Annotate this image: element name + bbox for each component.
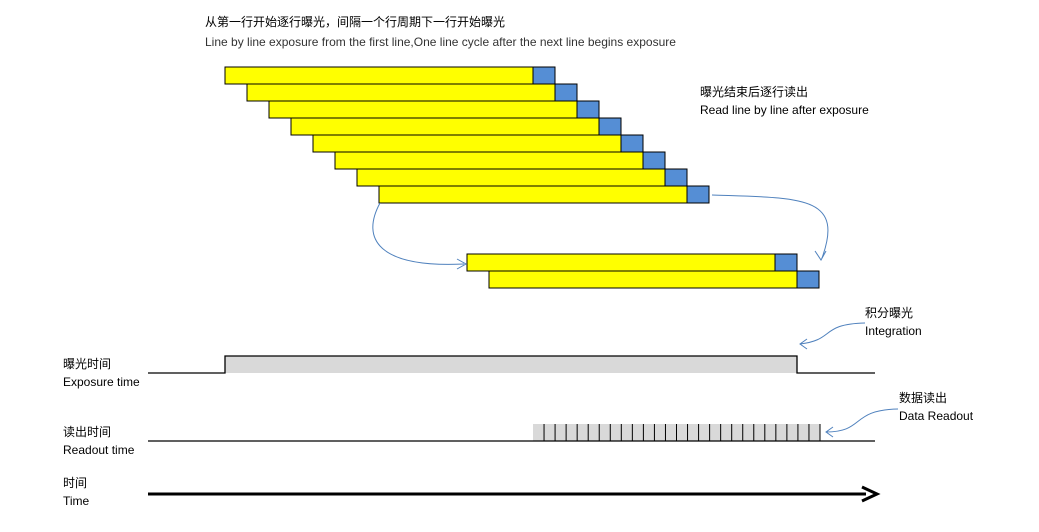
arrowhead-left <box>456 258 468 270</box>
exposure-bar <box>246 83 556 102</box>
exposure-bar <box>312 134 622 153</box>
readout-block <box>598 117 622 136</box>
exposure-label-cn: 曝光时间 <box>63 357 112 371</box>
readout-block <box>554 83 578 102</box>
arrowhead-right <box>814 250 827 261</box>
curve-arrow-right <box>711 194 829 259</box>
exposure-bar <box>378 185 688 204</box>
exposure-time-waveform <box>148 355 875 374</box>
data-readout-arrow <box>825 408 899 438</box>
readout-block <box>664 168 688 187</box>
line-bars-bottom <box>466 253 820 289</box>
time-label-cn: 时间 <box>63 476 88 490</box>
exposure-bar <box>466 253 776 272</box>
readout-cells <box>543 424 821 441</box>
data-readout-cn: 数据读出 <box>899 391 948 405</box>
exposure-bar <box>268 100 578 119</box>
data-readout-en: Data Readout <box>899 409 974 423</box>
integration-note-cn: 积分曝光 <box>865 306 914 320</box>
exposure-bar <box>334 151 644 170</box>
readout-block <box>686 185 710 204</box>
readout-block <box>576 100 600 119</box>
exposure-bar <box>356 168 666 187</box>
readout-block <box>642 151 666 170</box>
readout-block <box>774 253 798 272</box>
readout-block <box>532 66 556 85</box>
line-bars-top <box>224 66 710 204</box>
readout-note-cn: 曝光结束后逐行读出 <box>700 85 809 99</box>
readout-block <box>620 134 644 153</box>
exposure-bar <box>224 66 534 85</box>
integration-arrow <box>799 322 866 350</box>
exposure-label-en: Exposure time <box>63 375 140 389</box>
readout-label-cn: 读出时间 <box>63 425 112 439</box>
time-label-en: Time <box>63 494 90 508</box>
readout-note-en: Read line by line after exposure <box>700 103 869 117</box>
title-cn: 从第一行开始逐行曝光，间隔一个行周期下一行开始曝光 <box>205 15 506 29</box>
readout-block <box>796 270 820 289</box>
exposure-bar <box>488 270 798 289</box>
readout-label-en: Readout time <box>63 443 135 457</box>
exposure-time-fill <box>225 356 797 373</box>
integration-note-en: Integration <box>865 324 922 338</box>
exposure-bar <box>290 117 600 136</box>
title-en: Line by line exposure from the first lin… <box>205 35 676 49</box>
time-arrowhead <box>861 485 881 503</box>
curve-arrow-left <box>372 202 465 265</box>
